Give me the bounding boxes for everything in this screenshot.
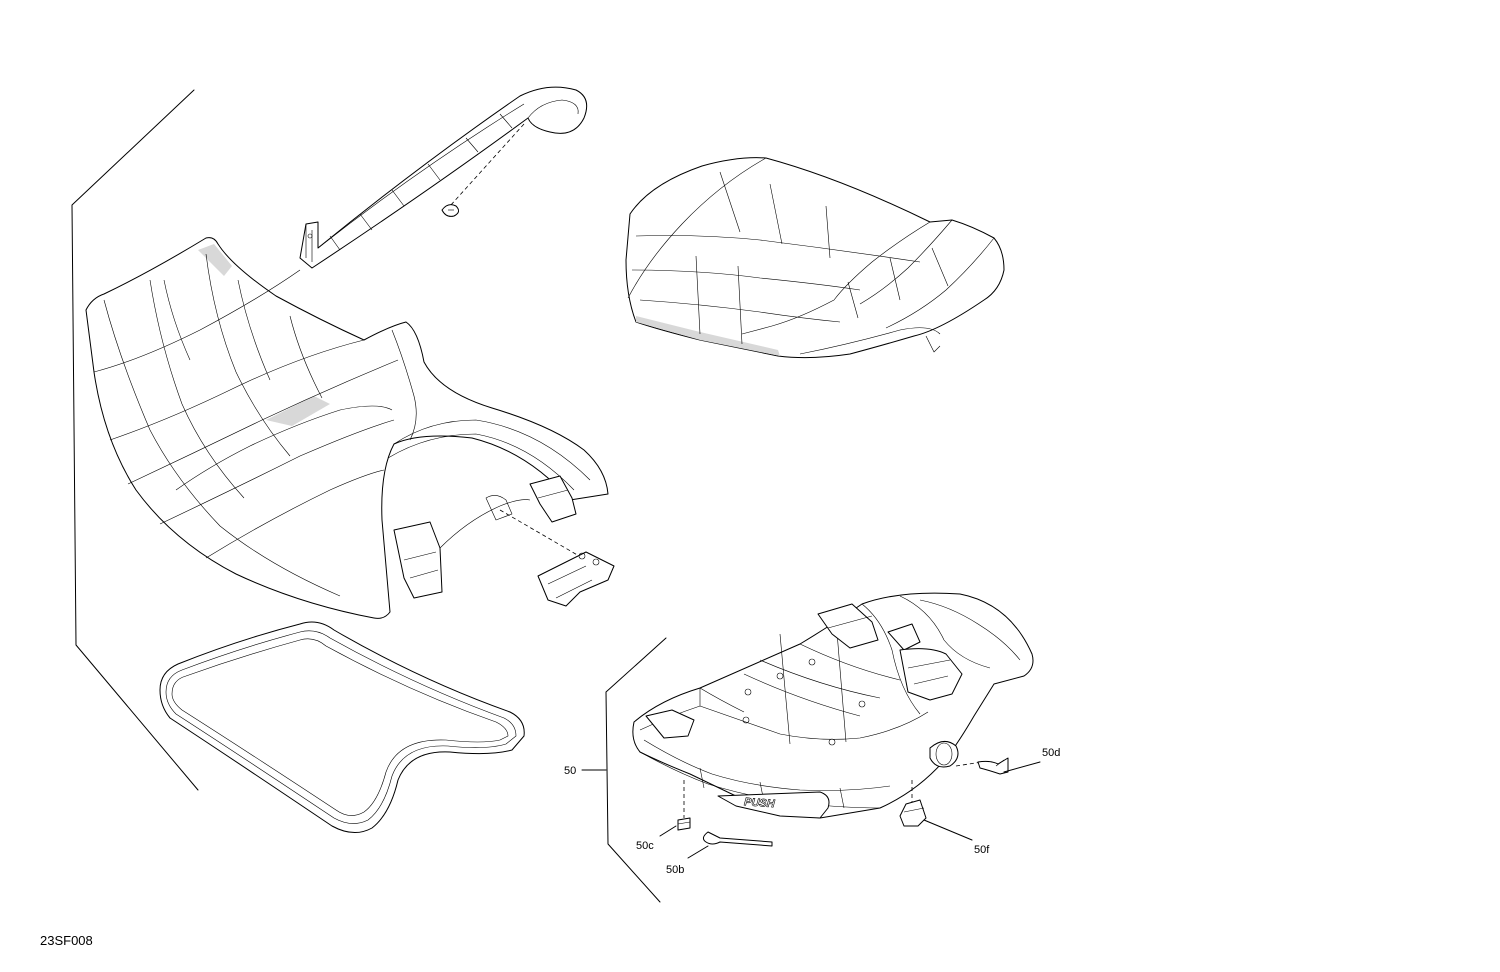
driver-seat [85,237,615,619]
part-50b-rod [702,831,773,847]
passenger-seat [625,157,1005,359]
callout-50: 50 [564,765,576,777]
seat-gasket [159,621,525,833]
right-group-bracket [581,637,667,903]
part-50c-nut [677,817,691,831]
figure-code: 23SF008 [40,933,93,948]
callout-50d: 50d [1042,747,1060,759]
left-group-bracket [71,89,199,791]
callout-50f: 50f [974,844,990,856]
part-50d-latch [977,757,1009,775]
callout-leaders [659,761,1041,859]
storage-bin: PUSH [632,592,1034,819]
callout-50b: 50b [666,864,684,876]
callout-50c: 50c [636,840,654,852]
grab-strap [299,86,588,269]
part-50f-bumper [899,799,927,827]
push-embossing: PUSH [744,796,776,810]
